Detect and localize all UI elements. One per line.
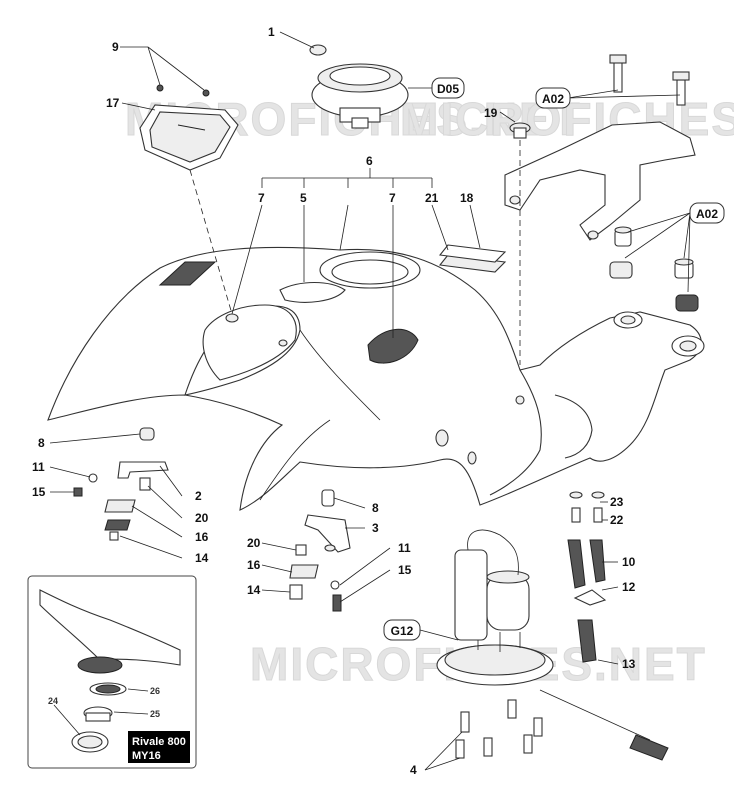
callout-20-center: 20 — [247, 536, 261, 550]
hose-group — [567, 491, 607, 663]
callout-8-left: 8 — [38, 436, 45, 450]
callout-16-center: 16 — [247, 558, 261, 572]
ref-box-a02-mid — [689, 202, 725, 224]
tank-emblem-side — [367, 328, 419, 364]
callout-6: 6 — [366, 154, 373, 168]
fuel-pump-assembly — [436, 529, 669, 761]
callout-17: 17 — [106, 96, 120, 110]
callout-14-center: 14 — [247, 583, 261, 597]
callout-11-left: 11 — [32, 460, 45, 474]
ref-a02-mid: A02 — [696, 207, 718, 221]
cover-part-17 — [139, 104, 239, 171]
callout-18: 18 — [460, 191, 474, 205]
callout-8-center: 8 — [372, 501, 379, 515]
callout-23: 23 — [610, 495, 624, 509]
callout-14-left: 14 — [195, 551, 209, 565]
callout-22: 22 — [610, 513, 624, 527]
model-label-box — [128, 731, 190, 763]
inset-panel: 26 25 24 Rivale 800 MY16 — [27, 575, 197, 769]
ref-g12: G12 — [391, 624, 414, 638]
callout-7-left: 7 — [258, 191, 265, 205]
callout-11-center: 11 — [398, 541, 411, 555]
callout-10: 10 — [622, 555, 636, 569]
callout-21: 21 — [425, 191, 439, 205]
callout-16-left: 16 — [195, 530, 209, 544]
left-bracket-group — [73, 427, 169, 541]
callout-15-left: 15 — [32, 485, 46, 499]
callout-19: 19 — [484, 106, 498, 120]
bolts-part-4 — [455, 699, 543, 759]
ref-d05: D05 — [437, 82, 459, 96]
tank-decal-left — [158, 261, 217, 286]
gasket-part-1 — [309, 44, 327, 56]
callout-1: 1 — [268, 25, 275, 39]
bolt-part-9 — [156, 84, 210, 97]
callout-24: 24 — [48, 696, 58, 706]
model-label-line1: Rivale 800 — [132, 736, 186, 748]
callout-13: 13 — [622, 657, 636, 671]
grommet-part-19 — [509, 122, 531, 139]
callout-5: 5 — [300, 191, 307, 205]
ref-box-d05 — [431, 77, 465, 99]
callout-9: 9 — [112, 40, 119, 54]
ref-box-a02-top — [535, 87, 571, 109]
callout-26: 26 — [150, 686, 160, 696]
callout-2: 2 — [195, 489, 202, 503]
bracket-bolts — [609, 54, 690, 106]
callout-12: 12 — [622, 580, 636, 594]
fuel-tank — [47, 246, 705, 511]
callout-25: 25 — [150, 709, 160, 719]
center-bracket-group — [289, 489, 351, 612]
ref-box-g12 — [383, 619, 421, 641]
leader-lines — [49, 31, 691, 771]
callout-7-right: 7 — [389, 191, 396, 205]
fuel-cap — [311, 63, 409, 129]
callout-4: 4 — [410, 763, 417, 777]
callout-15-center: 15 — [398, 563, 412, 577]
strip-part-18 — [438, 244, 507, 273]
callout-numbers: 1 9 17 19 6 7 5 7 21 18 8 11 15 2 20 16 … — [32, 25, 636, 777]
bushings-a02 — [609, 226, 699, 312]
callout-3: 3 — [372, 521, 379, 535]
model-label-line2: MY16 — [132, 750, 161, 762]
ref-a02-top: A02 — [542, 92, 564, 106]
tank-emblem-top — [279, 282, 346, 303]
callout-20-left: 20 — [195, 511, 209, 525]
